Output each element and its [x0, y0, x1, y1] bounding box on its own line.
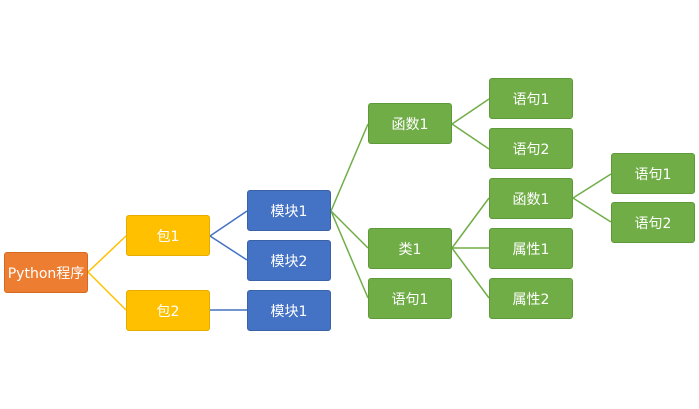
node-root-python-program: Python程序	[4, 252, 88, 293]
connector-class1-function1	[451, 197, 490, 249]
node-label: 语句1	[512, 91, 550, 108]
node-package2-module-1: 模块1	[247, 290, 331, 331]
node-class1-attribute-1: 属性1	[489, 228, 573, 269]
node-label: 包1	[156, 228, 180, 245]
node-label: Python程序	[7, 265, 85, 282]
connector-class1-attribute2	[451, 247, 490, 299]
node-function1-statement-2: 语句2	[489, 128, 573, 169]
connector-function1-statement1	[451, 98, 490, 125]
connector-module1-statement1	[330, 210, 369, 299]
node-label: 语句2	[634, 215, 672, 232]
node-label: 函数1	[391, 116, 429, 133]
node-package1-module-2: 模块2	[247, 240, 331, 281]
connector-module1-function1	[330, 123, 369, 212]
node-label: 语句1	[391, 291, 429, 308]
node-package-2: 包2	[126, 290, 210, 331]
connector-classfunction1-statement2	[572, 197, 612, 223]
node-label: 属性2	[512, 291, 550, 308]
node-module1-class-1: 类1	[368, 228, 452, 269]
node-label: 语句2	[512, 141, 550, 158]
connector-module1-class1	[330, 210, 369, 249]
node-label: 函数1	[512, 191, 550, 208]
node-class1-function-1: 函数1	[489, 178, 573, 219]
node-function1-statement-1: 语句1	[489, 78, 573, 119]
node-label: 包2	[156, 303, 180, 320]
connector-root-package1	[87, 235, 127, 273]
node-label: 模块1	[270, 203, 308, 220]
node-module1-statement-1: 语句1	[368, 278, 452, 319]
connector-classfunction1-statement1	[572, 173, 612, 199]
connector-root-package2	[87, 271, 127, 311]
node-package-1: 包1	[126, 215, 210, 256]
connector-function1-statement2	[451, 123, 490, 150]
node-label: 类1	[398, 241, 422, 258]
node-label: 属性1	[512, 241, 550, 258]
node-module1-function-1: 函数1	[368, 103, 452, 144]
node-classfunction1-statement-2: 语句2	[611, 202, 695, 243]
node-label: 模块2	[270, 253, 308, 270]
connector-package1-module1	[209, 210, 248, 237]
node-package1-module-1: 模块1	[247, 190, 331, 231]
node-class1-attribute-2: 属性2	[489, 278, 573, 319]
node-label: 语句1	[634, 166, 672, 183]
node-label: 模块1	[270, 303, 308, 320]
node-classfunction1-statement-1: 语句1	[611, 153, 695, 194]
connector-package1-module2	[209, 235, 248, 261]
